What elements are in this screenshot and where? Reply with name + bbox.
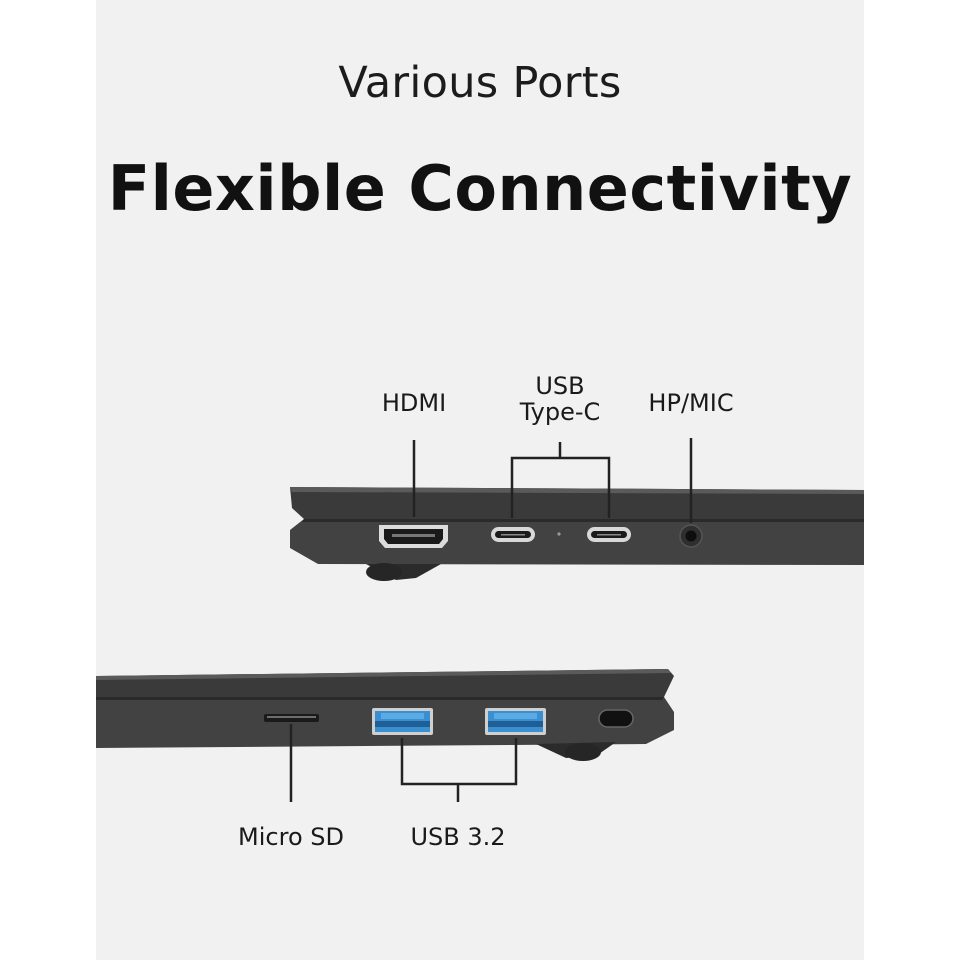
label-usb-type-c: USB Type-C xyxy=(500,373,620,425)
label-usb-type-c-line2: Type-C xyxy=(519,398,601,426)
label-usb-type-c-line1: USB xyxy=(535,372,585,400)
label-hdmi: HDMI xyxy=(381,389,447,417)
laptop-illustration xyxy=(96,438,864,802)
page-title: Flexible Connectivity xyxy=(107,152,853,225)
security-lock-slot xyxy=(598,709,634,728)
laptop-right-side xyxy=(290,438,864,581)
label-micro-sd: Micro SD xyxy=(238,823,344,851)
label-usb-3-2: USB 3.2 xyxy=(410,823,506,851)
laptop-left-side xyxy=(96,669,674,802)
product-panel: Various Ports Flexible Connectivity xyxy=(96,0,864,960)
label-hp-mic: HP/MIC xyxy=(648,389,734,417)
subtitle: Various Ports xyxy=(338,58,622,108)
